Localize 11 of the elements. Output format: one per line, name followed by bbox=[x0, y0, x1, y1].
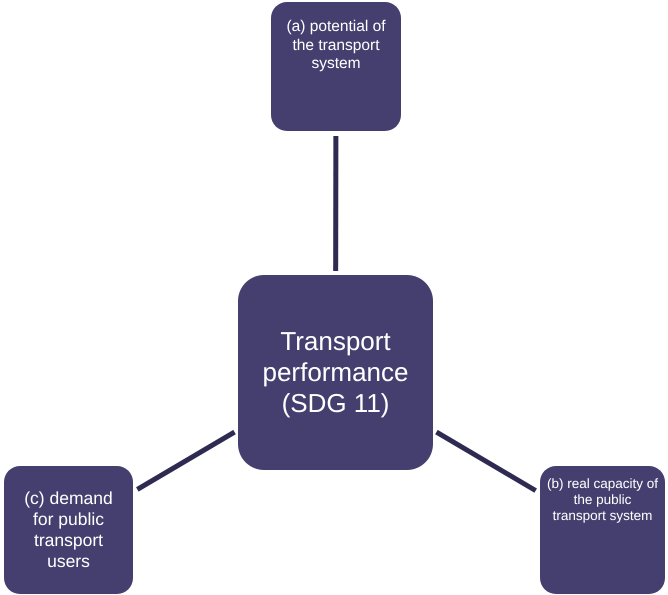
rounded-box bbox=[540, 466, 665, 594]
box-label: (c) demand for public transport users bbox=[23, 488, 114, 572]
connector-line bbox=[136, 430, 236, 492]
box-label: (b) real capacity of the public transport system bbox=[546, 476, 659, 525]
box-label: Transport performance (SDG 11) bbox=[262, 326, 410, 420]
rounded-box bbox=[271, 2, 401, 131]
connector-line bbox=[435, 430, 537, 493]
rounded-box bbox=[4, 466, 133, 594]
connector-line bbox=[333, 136, 338, 271]
rounded-box bbox=[238, 275, 433, 470]
box-label: (a) potential of the transport system bbox=[285, 18, 387, 74]
